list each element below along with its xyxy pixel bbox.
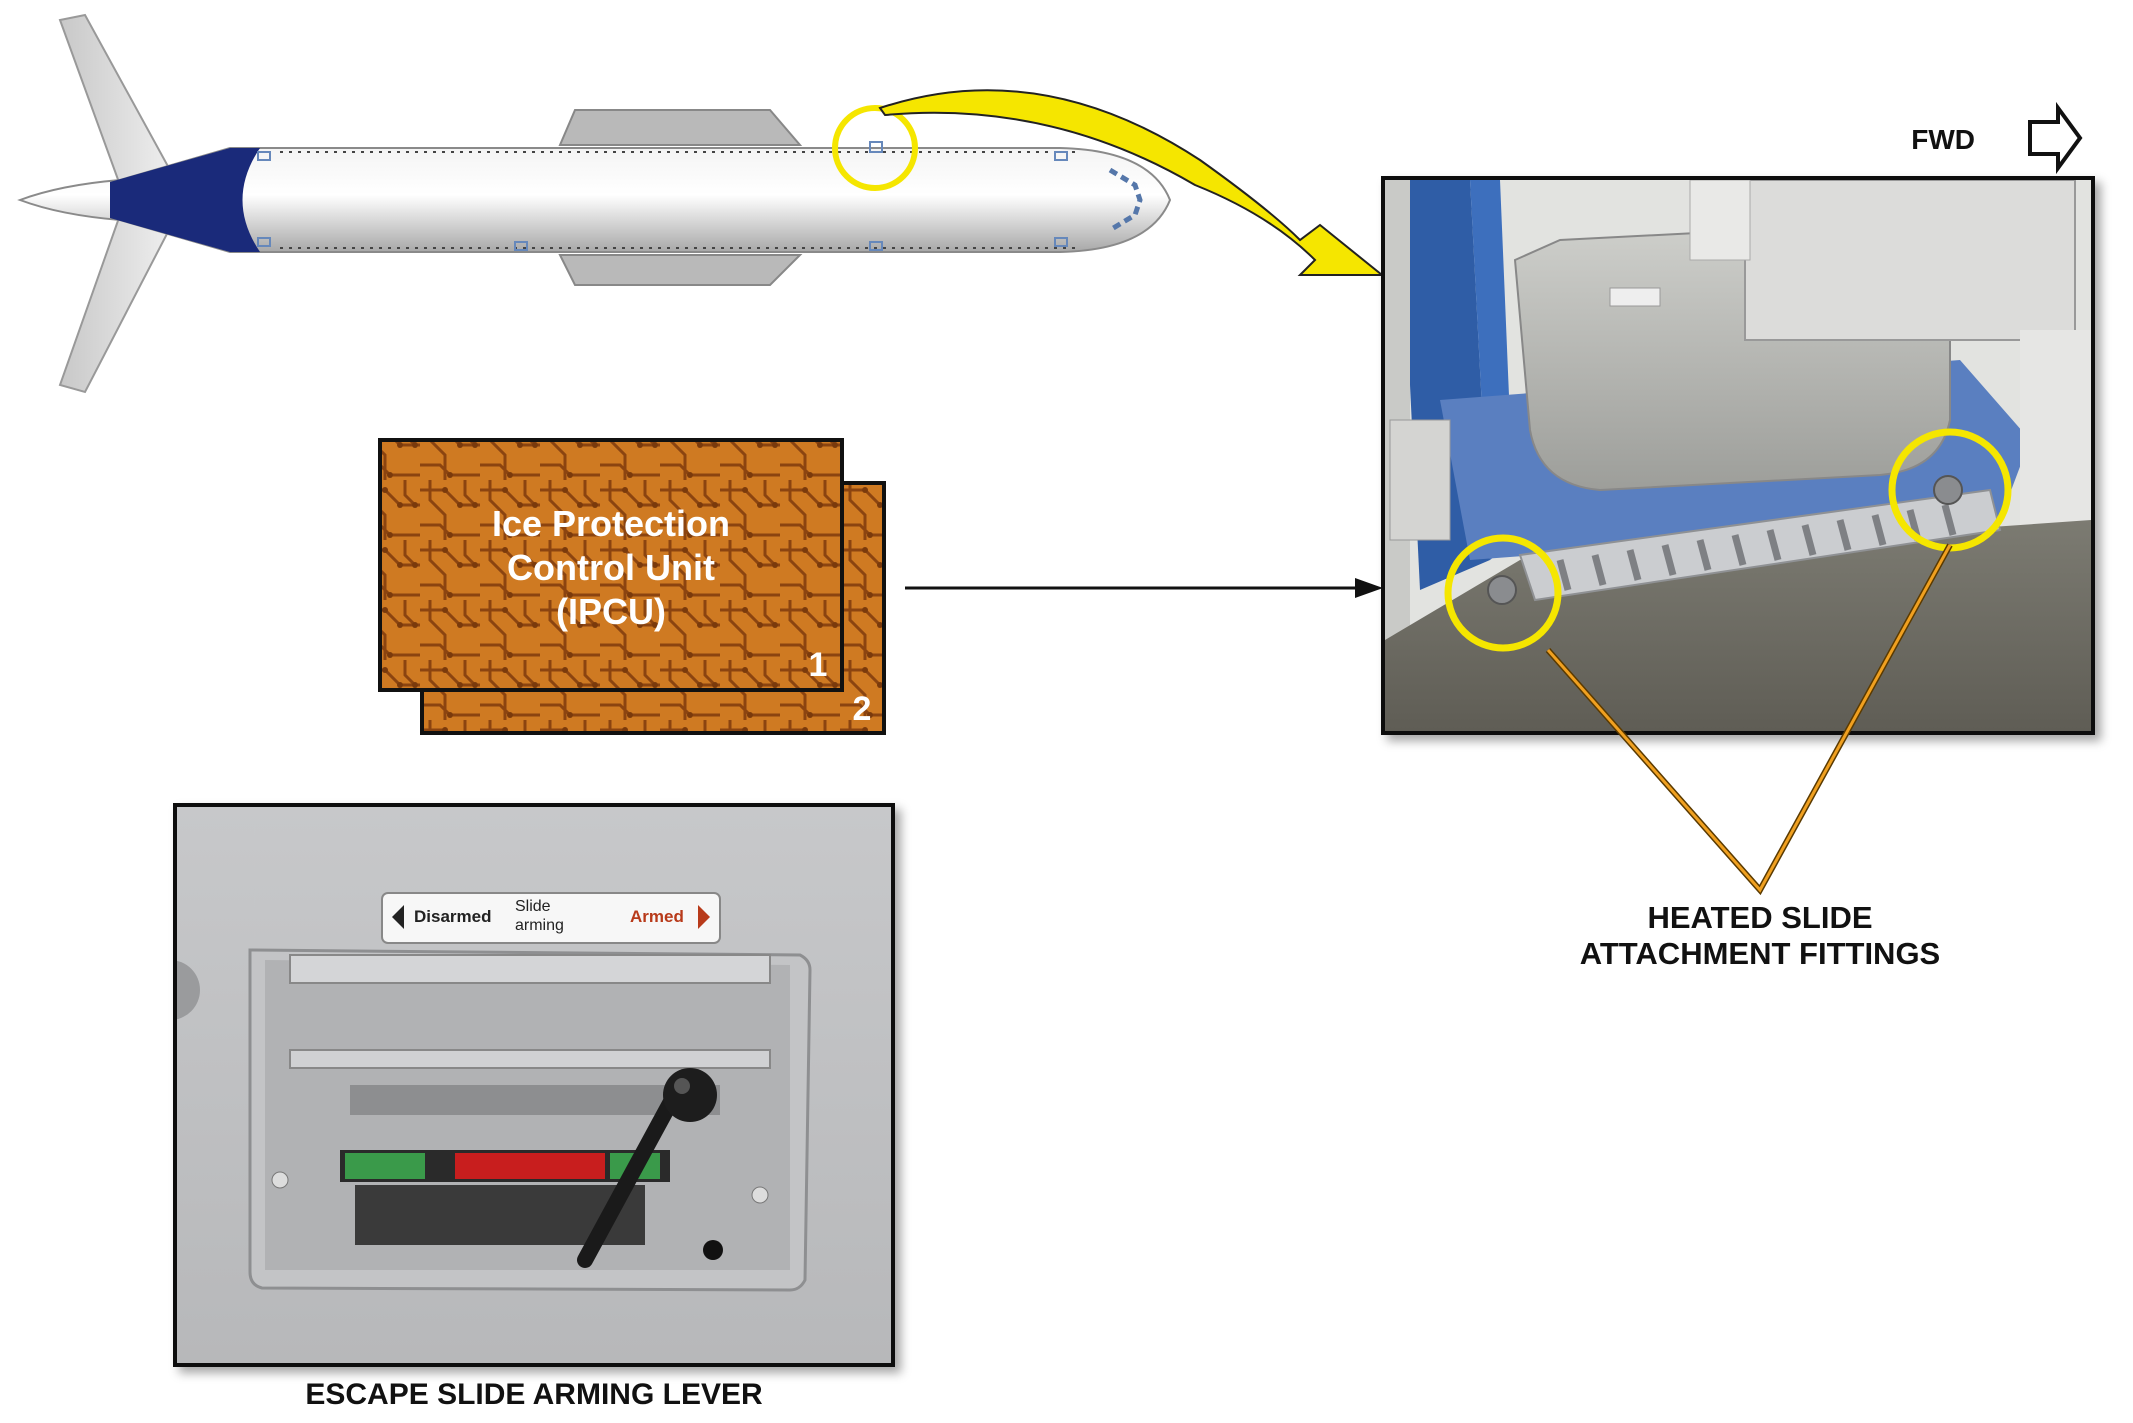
door-marker (257, 151, 271, 161)
callout-leader-lines (1545, 543, 1953, 896)
arming-lever-knob (663, 1068, 717, 1122)
ipcu-title-line1: Ice Protection (492, 503, 730, 544)
heated-slide-fittings-label: HEATED SLIDE ATTACHMENT FITTINGS (1500, 900, 2020, 971)
cockpit-windows (1108, 167, 1143, 233)
upper-wing (558, 109, 803, 146)
door-marker (869, 241, 883, 251)
arming-lever-handle (577, 1077, 688, 1268)
door-marker (869, 141, 883, 153)
placard-armed: Armed (630, 907, 684, 926)
door-marker (1054, 151, 1068, 161)
left-stabilizer (58, 13, 172, 187)
door-highlight-circle (832, 105, 918, 191)
heated-slide-label-line2: ATTACHMENT FITTINGS (1579, 935, 1941, 971)
lower-wing (558, 254, 803, 286)
heated-slide-label-line1: HEATED SLIDE (1647, 900, 1873, 935)
disarmed-arrow-icon (392, 905, 404, 929)
fuselage (17, 147, 1172, 253)
ipcu-title-line2: Control Unit (507, 547, 715, 588)
armed-arrow-icon (698, 905, 710, 929)
arming-lever-photo-content: Disarmed Slide arming Armed (177, 892, 812, 1292)
airplane-top-view (17, 13, 1172, 394)
door-photo-content (1385, 180, 2091, 731)
ipcu-unit-1-number: 1 (809, 646, 828, 684)
door-marker (1054, 237, 1068, 247)
door-marker (257, 237, 271, 247)
ipcu-connection-arrow (905, 578, 1383, 598)
tail-livery (110, 148, 260, 252)
ipcu-card-1: Ice Protection Control Unit (IPCU) 1 (378, 438, 844, 692)
door-sill-grating (1518, 488, 2002, 602)
fwd-label: FWD (1911, 124, 1975, 155)
door-marker (514, 241, 528, 251)
right-stabilizer (58, 213, 172, 394)
placard-arming: arming (515, 917, 564, 934)
ipcu-unit-2-number: 2 (853, 690, 872, 728)
placard-slide: Slide (515, 898, 551, 915)
ipcu-title-line3: (IPCU) (556, 591, 666, 632)
yellow-pointer-arrow (878, 89, 1385, 276)
slide-arming-placard (381, 892, 721, 944)
fitting-highlight-left (1444, 534, 1562, 652)
fwd-arrow-icon (2028, 101, 2083, 175)
placard-disarmed: Disarmed (414, 907, 491, 926)
escape-slide-arming-lever-label: ESCAPE SLIDE ARMING LEVER (305, 1378, 763, 1411)
